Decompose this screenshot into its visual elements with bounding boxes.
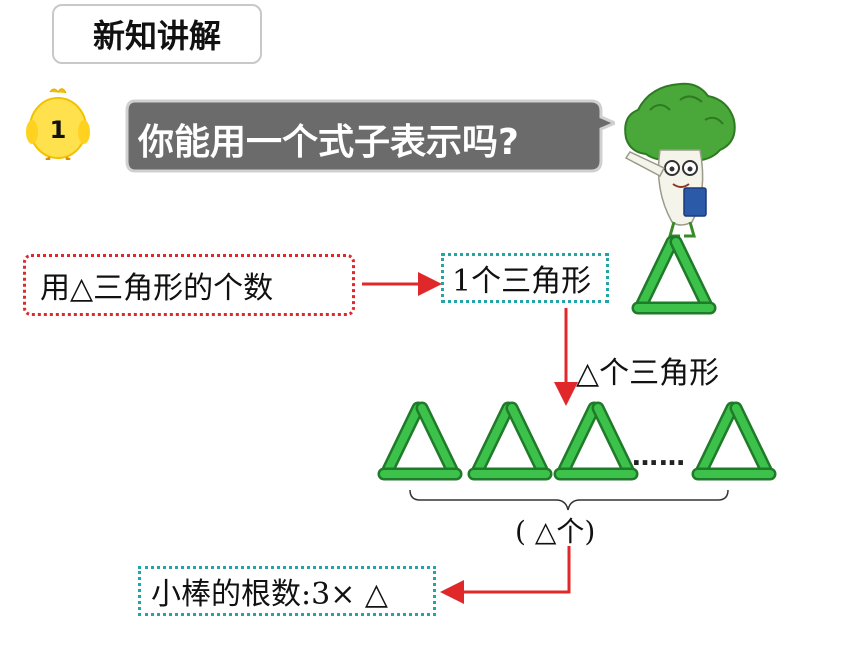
- many-triangles-label: △个三角形: [576, 356, 720, 391]
- section-title: 新知讲解: [92, 17, 221, 55]
- section-title-tab: 新知讲解: [52, 4, 262, 64]
- triangle-count-annotation: ( △个): [515, 515, 596, 548]
- ellipsis: ……: [632, 442, 686, 472]
- brace: [409, 489, 729, 511]
- stick-triangle-icon: [560, 408, 632, 474]
- one-triangle-box: 1个三角形: [441, 253, 609, 303]
- lesson-number: 1: [50, 116, 67, 144]
- arrow-to-formula: [440, 546, 571, 604]
- cabbage-teacher-icon: [624, 82, 736, 238]
- question-text: 你能用一个式子表示吗?: [138, 122, 519, 163]
- chick-icon: 1: [26, 88, 90, 160]
- stick-triangle-icon: [638, 242, 710, 308]
- one-triangle-label: 1个三角形: [452, 264, 592, 299]
- stick-triangle-icon: [384, 408, 456, 474]
- triangle-count-label: 用△三角形的个数: [40, 271, 274, 306]
- speech-bubble: [125, 99, 615, 173]
- triangle-count-box: 用△三角形的个数: [23, 254, 355, 316]
- stick-triangle-icon: [474, 408, 546, 474]
- stick-count-formula: 小棒的根数:3× △: [151, 577, 388, 612]
- stick-triangle-icon: [698, 408, 770, 474]
- stick-count-formula-box: 小棒的根数:3× △: [138, 566, 436, 616]
